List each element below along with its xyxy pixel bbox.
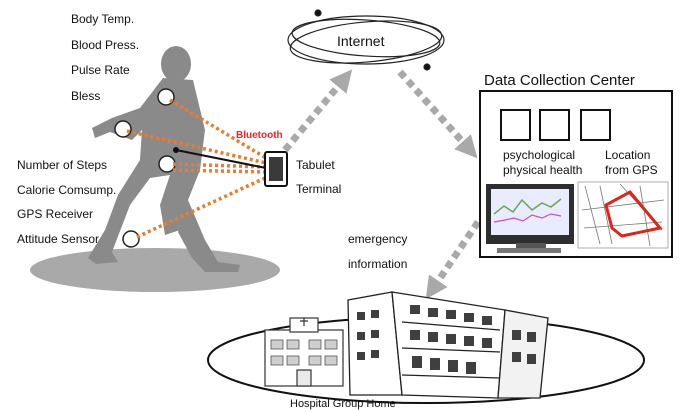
- arrow-internet-to-center: [397, 69, 478, 159]
- wireless-links: [126, 98, 267, 239]
- sensor-waist: [158, 155, 176, 173]
- wired-link: [175, 149, 267, 169]
- label-loc-2: from GPS: [605, 163, 658, 177]
- label-blood-press: Blood Press.: [71, 38, 140, 52]
- data-flow-arrows: [282, 69, 481, 300]
- ground-shadow: [30, 248, 280, 292]
- label-psych-2: physical health: [503, 163, 583, 177]
- group-home-building-icon: [347, 291, 549, 399]
- sensor-ankle: [122, 230, 140, 248]
- map-icon: [577, 181, 669, 249]
- label-steps: Number of Steps: [17, 158, 108, 172]
- internet-orbit-icon: [287, 9, 445, 71]
- data-center-squares: [500, 109, 611, 141]
- arrow-center-to-facility: [425, 220, 481, 300]
- label-tablet-line1: Tabulet: [296, 158, 335, 172]
- label-emergency-2: information: [348, 257, 408, 271]
- label-body-temp: Body Temp.: [71, 12, 135, 26]
- sensor-wrist: [114, 120, 132, 138]
- label-internet: Internet: [337, 33, 385, 49]
- computer-monitor-icon: [486, 184, 574, 253]
- label-bless: Bless: [71, 89, 101, 103]
- label-loc-1: Location: [605, 148, 651, 162]
- label-gps: GPS Receiver: [17, 207, 94, 221]
- label-pulse-rate: Pulse Rate: [71, 63, 130, 77]
- tablet-icon: [264, 151, 288, 187]
- hospital-icon: [264, 317, 344, 387]
- label-psych-1: psychological: [503, 148, 576, 162]
- data-center-title: Data Collection Center: [484, 72, 635, 89]
- label-calorie: Calorie Comsump.: [17, 183, 117, 197]
- label-attitude: Attitude Sensor: [17, 232, 100, 246]
- label-bluetooth: Bluetooth: [236, 130, 283, 141]
- label-emergency-1: emergency: [348, 232, 408, 246]
- arrow-tablet-to-internet: [282, 69, 353, 153]
- label-tablet-line2: Terminal: [296, 182, 342, 196]
- label-facility: Hospital Group Home: [290, 398, 396, 410]
